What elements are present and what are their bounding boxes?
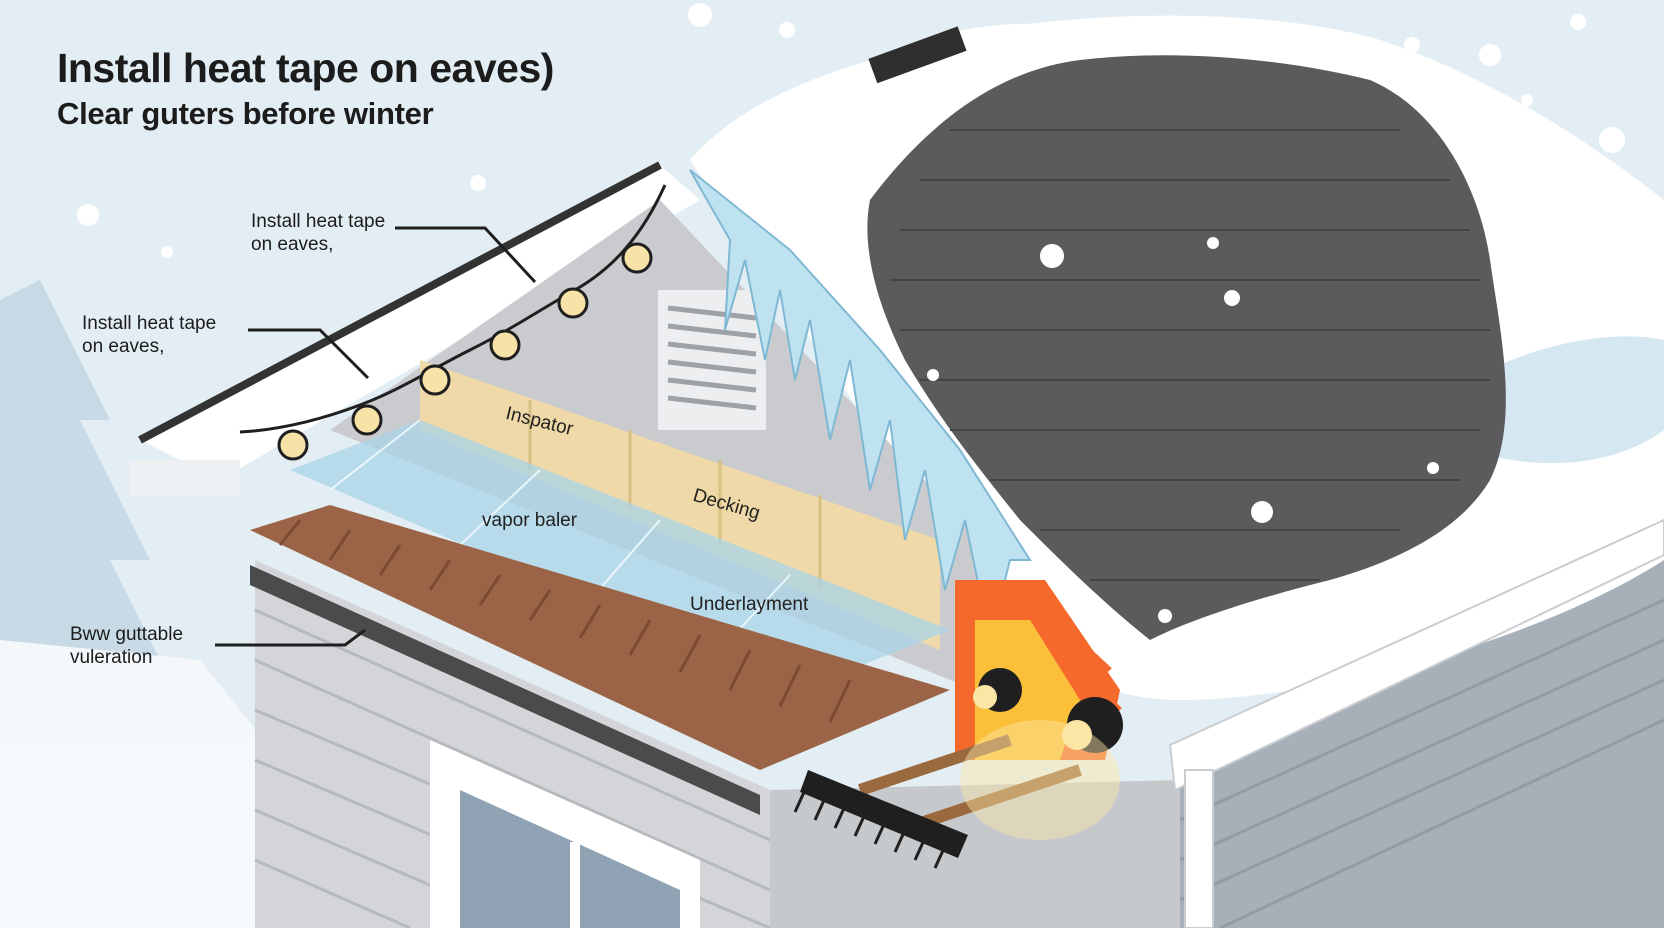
page-title: Install heat tape on eaves) [57, 45, 554, 91]
label-vapor-barrier: vapor baler [482, 510, 578, 531]
ground-snow [0, 740, 300, 928]
heat-stripes [1033, 598, 1122, 712]
house-window [430, 740, 700, 928]
right-house-wall [1179, 560, 1664, 928]
wood-decking [250, 505, 950, 815]
callout-heat-tape-lower: Install heat tape on eaves, [82, 313, 217, 357]
heat-tape-bulb-icon [277, 242, 653, 461]
snow-shadow [1470, 336, 1664, 464]
exposed-shingles [867, 55, 1506, 641]
gable-vent [658, 290, 766, 430]
vapor-barrier-layer [290, 420, 950, 690]
icicles [689, 169, 1032, 641]
ridge-snow [880, 23, 1060, 80]
page-subtitle: Clear guters before winter [57, 96, 434, 131]
snowy-tree [0, 280, 280, 760]
label-underlayment: Underlayment [690, 594, 809, 615]
snowflake-icon [77, 3, 1625, 623]
roof-ridge-vent [868, 26, 967, 84]
shingle-pattern [890, 129, 1490, 581]
heat-tape-cable [239, 184, 667, 434]
gable-roof [130, 161, 700, 495]
callout-leaders [215, 226, 537, 647]
heat-lamp-icon [960, 668, 1123, 840]
callout-heat-tape-upper: Install heat tape on eaves, [251, 211, 386, 255]
callout-gutter: Bww guttable vuleration [70, 624, 184, 668]
insulation-seams [528, 400, 822, 590]
gutter-downspout [1168, 518, 1664, 928]
roof-rake-icon [793, 734, 1082, 869]
